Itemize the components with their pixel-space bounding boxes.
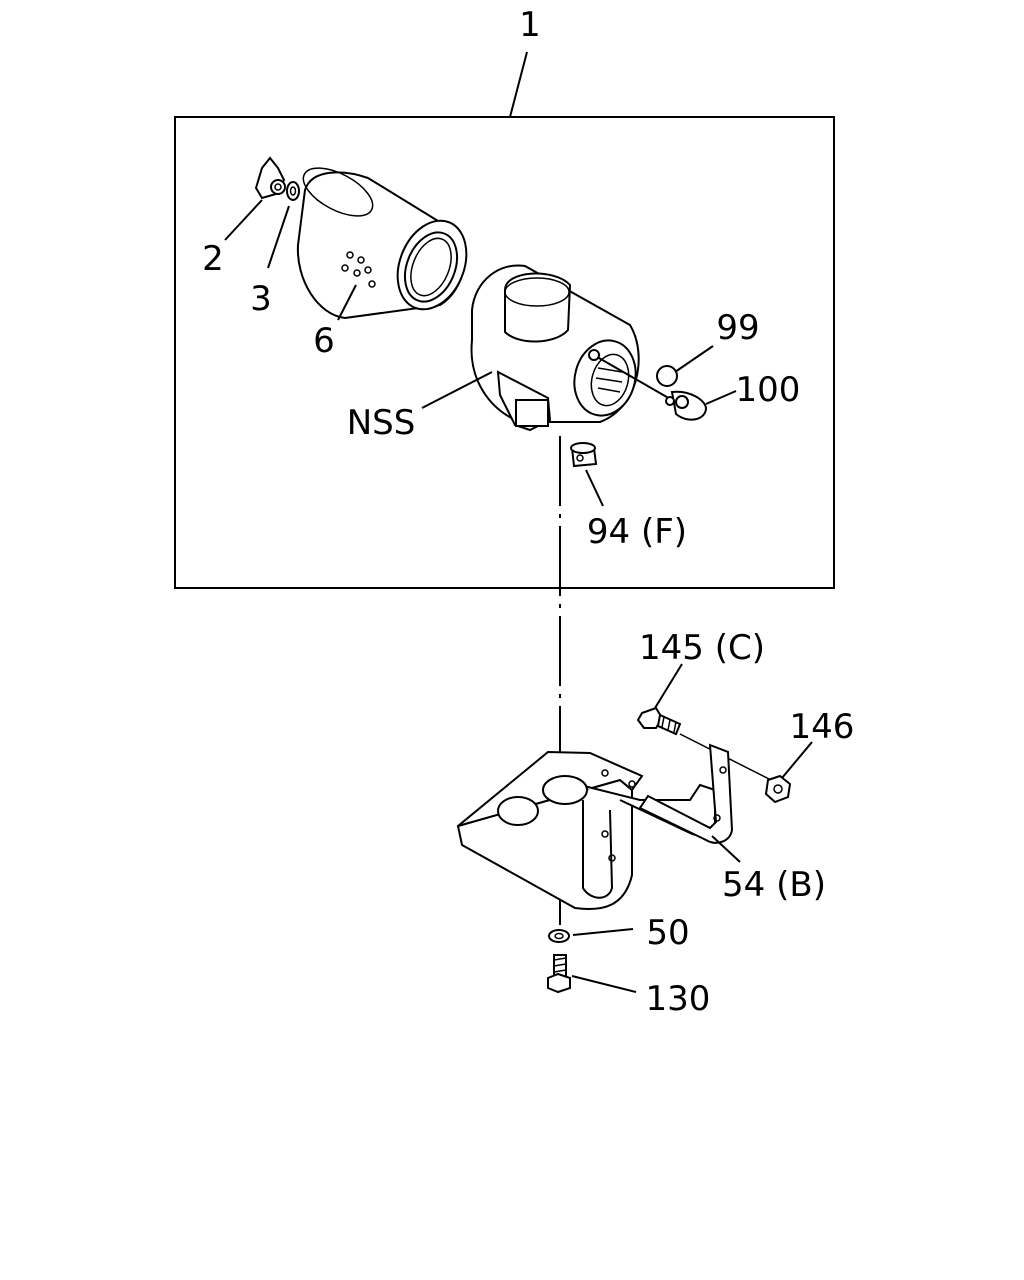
plain-washer-part: [548, 929, 570, 943]
cap-nut-part: [570, 442, 598, 468]
air-cleaner-body-part: [470, 264, 640, 432]
mounting-bracket-part: [456, 743, 734, 910]
leader-6: [337, 284, 357, 321]
leader-130: [571, 975, 637, 993]
leader-50: [572, 928, 634, 936]
leader-94: [585, 469, 604, 507]
leader-146: [781, 741, 813, 779]
callout-50: 50: [646, 913, 689, 953]
leader-100: [705, 390, 737, 405]
callout-3: 3: [250, 279, 272, 319]
leader-3: [267, 205, 290, 269]
leader-2: [224, 199, 263, 241]
leader-54: [711, 835, 741, 863]
callout-145: 145 (C): [639, 628, 765, 668]
hex-nut-part: [764, 774, 792, 804]
callout-130: 130: [646, 979, 711, 1019]
callout-54: 54 (B): [722, 865, 826, 905]
washer-part: [286, 181, 300, 201]
wing-nut-part: [254, 156, 286, 200]
leader-nss: [421, 371, 493, 409]
callout-6: 6: [313, 321, 335, 361]
leader-99: [674, 345, 714, 373]
service-indicator-part: [588, 349, 708, 421]
assembly-box: [174, 116, 835, 589]
air-filter-element-part: [296, 167, 468, 320]
callout-100: 100: [736, 370, 801, 410]
flange-bolt-part: [636, 706, 682, 736]
callout-1: 1: [519, 5, 541, 45]
callout-94: 94 (F): [587, 512, 687, 552]
leader-1: [509, 51, 528, 118]
callout-99: 99: [716, 308, 759, 348]
hex-bolt-part: [547, 954, 571, 994]
callout-2: 2: [202, 239, 224, 279]
leader-145: [654, 663, 683, 709]
callout-146: 146: [790, 707, 855, 747]
callout-nss: NSS: [347, 403, 416, 443]
